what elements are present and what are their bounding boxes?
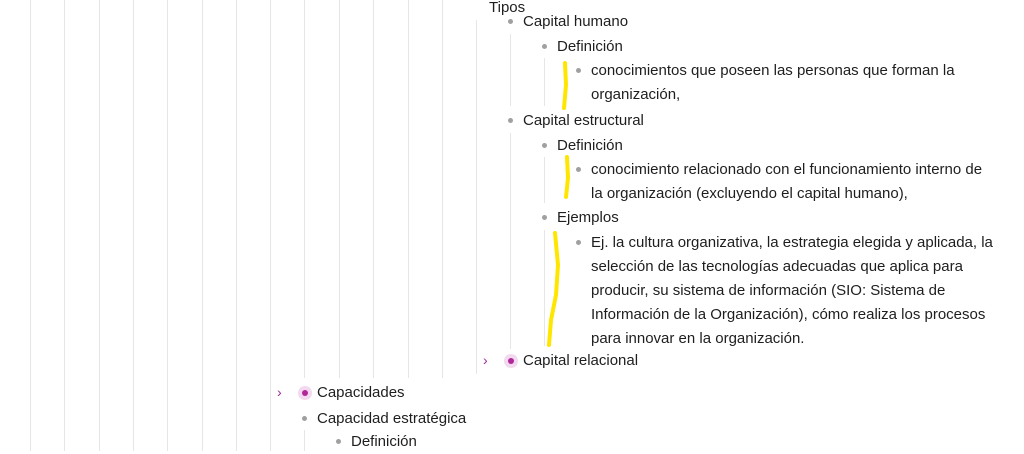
bullet-icon[interactable] (336, 439, 341, 444)
item-text-line: la organización (excluyendo el capital h… (591, 185, 908, 202)
bullet-icon[interactable] (542, 215, 547, 220)
bullet-icon[interactable] (576, 68, 581, 73)
highlight-stroke (547, 231, 561, 347)
item-text: Definición (557, 38, 623, 55)
item-text-line: conocimiento relacionado con el funciona… (591, 161, 983, 178)
highlight-stroke (562, 61, 569, 110)
item-text: Capital relacional (523, 352, 639, 369)
bullet-icon[interactable] (508, 19, 513, 24)
item-text-line: organización, (591, 86, 681, 103)
outline-item-tipos[interactable]: Tipos (489, 0, 525, 20)
chevron-right-icon[interactable]: › (483, 352, 488, 368)
bullet-icon[interactable] (302, 416, 307, 421)
item-text: Capital estructural (523, 112, 644, 129)
collapsed-bullet-icon[interactable] (302, 390, 308, 396)
collapsed-bullet-icon[interactable] (508, 358, 514, 364)
item-text: Capital humano (523, 13, 629, 30)
item-text-line: para innovar en la organización. (591, 330, 805, 347)
item-text-line: selección de las tecnologías adecuadas q… (591, 258, 963, 275)
item-text: Definición (557, 137, 623, 154)
item-text: Definición (351, 433, 417, 450)
item-text-line: Ej. la cultura organizativa, la estrateg… (591, 234, 993, 251)
item-text: Tipos (489, 0, 526, 16)
bullet-icon[interactable] (508, 118, 513, 123)
item-text-line: Información de la Organización), cómo re… (591, 306, 986, 323)
item-text: Capacidad estratégica (317, 410, 467, 427)
chevron-right-icon[interactable]: › (277, 384, 282, 400)
highlight-stroke (564, 155, 571, 199)
bullet-icon[interactable] (576, 167, 581, 172)
item-text-line: producir, su sistema de información (SIO… (591, 282, 946, 299)
item-text-line: conocimientos que poseen las personas qu… (591, 62, 955, 79)
bullet-icon[interactable] (576, 240, 581, 245)
bullet-icon[interactable] (542, 44, 547, 49)
bullet-icon[interactable] (542, 143, 547, 148)
item-text: Capacidades (317, 384, 405, 401)
item-text: Ejemplos (557, 209, 619, 226)
